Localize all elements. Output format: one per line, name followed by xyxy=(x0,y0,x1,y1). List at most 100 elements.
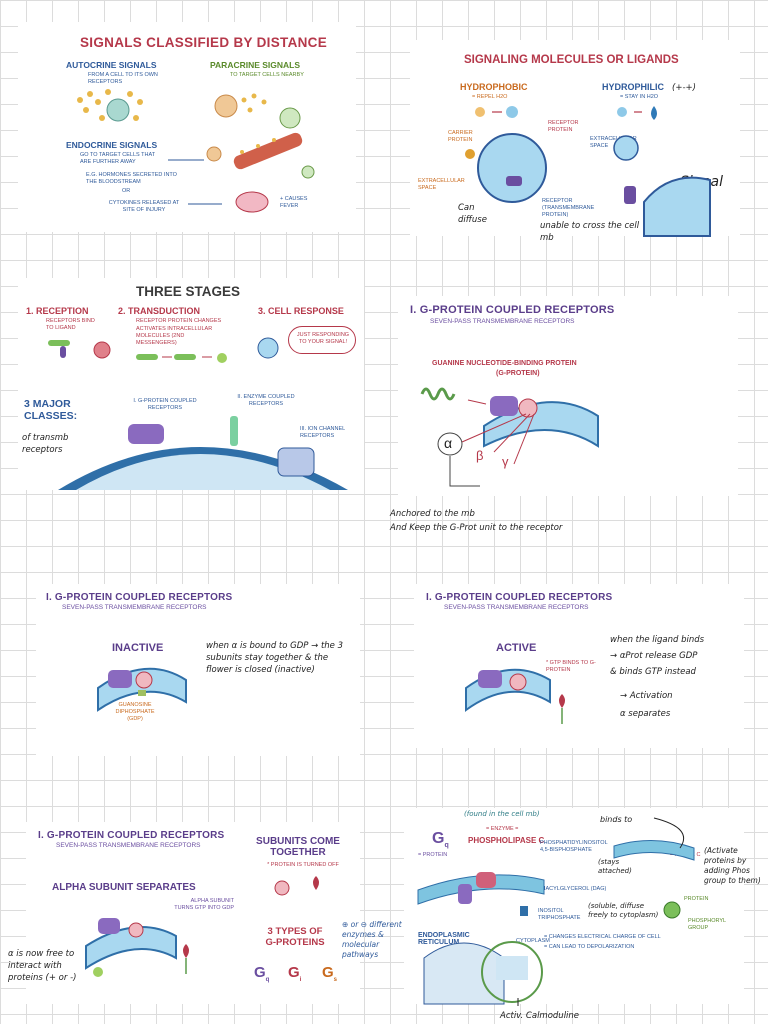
pip2-label: phosphatidylinositol 4,5-bisphosphate xyxy=(540,840,608,853)
enzyme-label: = enzyme = xyxy=(486,826,519,832)
or-text: or xyxy=(122,188,131,194)
endocrine-title: Endocrine signals xyxy=(66,140,158,150)
anchored-note: Anchored to the mb xyxy=(390,509,475,519)
panel-three-stages: Three stages 1. Reception receptors bind… xyxy=(18,278,364,490)
panel-gpcr-inactive: I. G-protein coupled receptors Seven-pas… xyxy=(36,584,360,756)
panel4-title: I. G-protein coupled receptors xyxy=(410,304,615,316)
panel6-title: I. G-protein coupled receptors xyxy=(426,592,613,603)
subunits-come-together: Subunits come together xyxy=(256,836,340,858)
repel-text: = repel H2O xyxy=(472,94,508,100)
free-note: α is now free to interact with proteins … xyxy=(8,949,77,983)
reception-label: 1. Reception xyxy=(26,306,89,316)
cytoplasm-label: cytoplasm xyxy=(516,938,550,944)
paracrine-desc: to target cells nearby xyxy=(230,72,304,78)
extracellular-space-label-2: extracellular space xyxy=(418,178,465,191)
autocrine-title: Autocrine signals xyxy=(66,60,157,70)
major-note: of transmb receptors xyxy=(22,433,69,455)
transduction-desc-2: activates intracellular molecules (2nd m… xyxy=(136,326,213,346)
active-note-2: → αProt release GDP xyxy=(610,651,698,661)
panel7-title: I. G-protein coupled receptors xyxy=(38,830,225,841)
stays-note: (stays attached) xyxy=(598,858,632,875)
charges-note: (+-+) xyxy=(672,83,696,93)
panel5-title: I. G-protein coupled receptors xyxy=(46,592,233,603)
active-note-3: & binds GTP instead xyxy=(610,667,696,677)
fever-text: + causes fever xyxy=(280,196,308,209)
guanine-label: Guanine nucleotide-binding protein xyxy=(432,360,577,367)
panel-gpcr-active: I. G-protein coupled receptors Seven-pas… xyxy=(414,584,744,748)
types-note: ⊕ or ⊖ different enzymes & molecular pat… xyxy=(342,920,402,959)
gamma-symbol: γ xyxy=(502,454,509,469)
gi-letter: G xyxy=(288,964,300,981)
gq-main-letter: G xyxy=(432,830,445,847)
class3-label: III. Ion channel receptors xyxy=(300,426,346,439)
found-note: (found in the cell mb) xyxy=(464,810,540,818)
gq-subscript: q xyxy=(265,977,270,983)
receptor-tm-label: receptor (transmembrane protein) xyxy=(542,198,595,218)
alpha-separates-label: Alpha subunit separates xyxy=(52,882,196,893)
panel-gq-pathway: (found in the cell mb) Gq = protein = en… xyxy=(404,808,761,1021)
carrier-label: carrier protein xyxy=(448,130,473,143)
reception-desc: receptors bind to ligand xyxy=(46,318,95,331)
class2-label: II. Enzyme coupled receptors xyxy=(237,394,295,407)
er-label: Endoplasmic reticulum xyxy=(418,932,470,946)
three-types-label: 3 types of G-proteins xyxy=(265,926,325,948)
autocrine-illustration xyxy=(77,89,315,213)
gq-main-subscript: q xyxy=(444,842,449,850)
gq-pathway-illustration xyxy=(417,817,695,1006)
inactive-note: when α is bound to GDP → the 3 subunits … xyxy=(206,641,344,675)
depol-label: = can lead to depolarization xyxy=(544,944,635,950)
autocrine-desc: From a cell to its own receptors xyxy=(88,72,158,85)
ip3-label: inositol triphosphate xyxy=(538,908,581,921)
panel-signals-distance: Signals classified by Distance Autocrine… xyxy=(18,22,356,232)
gprotein-label: (G-protein) xyxy=(496,370,540,377)
panel-ligands: Signaling molecules or Ligands Hydrophob… xyxy=(410,40,740,243)
inactive-label: Inactive xyxy=(112,642,164,654)
stages-illustration xyxy=(48,337,348,490)
alpha-separates-illustration xyxy=(85,876,319,977)
receptor-protein-label: receptor protein xyxy=(548,120,579,133)
panel2-title: Signaling molecules or Ligands xyxy=(464,54,679,66)
inactive-illustration xyxy=(97,667,187,712)
gtp-label: * GTP binds to g-protein xyxy=(546,660,596,673)
active-illustration xyxy=(465,668,565,724)
gq-letter: G xyxy=(254,964,266,981)
gpcr-illustration xyxy=(420,387,599,487)
protein2-label: protein xyxy=(684,896,709,902)
panel-alpha-separates: I. G-protein coupled receptors Seven-pas… xyxy=(8,822,402,1004)
gq-label: Gq xyxy=(254,964,269,983)
class1-label: I. G-protein coupled receptors xyxy=(133,398,197,411)
hormones-text: e.g. hormones secreted into the bloodstr… xyxy=(86,172,177,185)
extracellular-space-label: extracellular space xyxy=(590,136,637,149)
calmodulin-note: Activ. Calmoduline xyxy=(500,1011,580,1021)
gs-letter: G xyxy=(322,964,334,981)
panel-gpcr-intro: I. G-protein coupled receptors Seven-pas… xyxy=(390,296,738,533)
turns-gdp-label: Alpha subunit turns GTP into GDP xyxy=(174,898,234,911)
ligands-illustration xyxy=(465,106,711,237)
unable-note: unable to cross the cell mb xyxy=(540,221,640,243)
phospholipase-label: Phospholipase C xyxy=(468,836,545,845)
stay-text: = stay in H2O xyxy=(620,94,659,100)
activate-note: (Activate proteins by adding Phos group … xyxy=(704,846,761,885)
panel5-subtitle: Seven-pass transmembrane receptors xyxy=(62,604,207,611)
active-note-4: → Activation xyxy=(620,691,673,701)
active-note-5: α separates xyxy=(620,709,671,719)
gi-subscript: i xyxy=(299,977,302,983)
major-classes-label: 3 Major classes: xyxy=(24,398,78,422)
active-note-1: when the ligand binds xyxy=(610,635,705,645)
alpha-symbol: α xyxy=(444,435,453,451)
gq-main-label: Gq xyxy=(432,830,449,849)
binds-note: binds to xyxy=(600,815,633,824)
hydrophobic-label: Hydrophobic xyxy=(460,82,528,92)
can-diffuse-note: Can diffuse xyxy=(458,203,487,225)
panel7-subtitle: Seven-pass transmembrane receptors xyxy=(56,842,201,849)
panel6-subtitle: Seven-pass transmembrane receptors xyxy=(444,604,589,611)
panel1-title: Signals classified by Distance xyxy=(80,35,328,50)
dag-label: diacylglycerol (DAG) xyxy=(540,886,607,892)
panel4-subtitle: Seven-pass transmembrane receptors xyxy=(430,318,575,325)
turned-off-label: * Protein is turned off xyxy=(267,862,339,868)
charge-label: = changes electrical charge of cell xyxy=(544,934,661,940)
soluble-note: (soluble, diffuse freely to cytoplasm) xyxy=(588,902,659,919)
gs-subscript: s xyxy=(333,977,338,983)
phosphoryl-label: phosphoryl group xyxy=(688,918,726,931)
panel3-title: Three stages xyxy=(136,284,241,299)
